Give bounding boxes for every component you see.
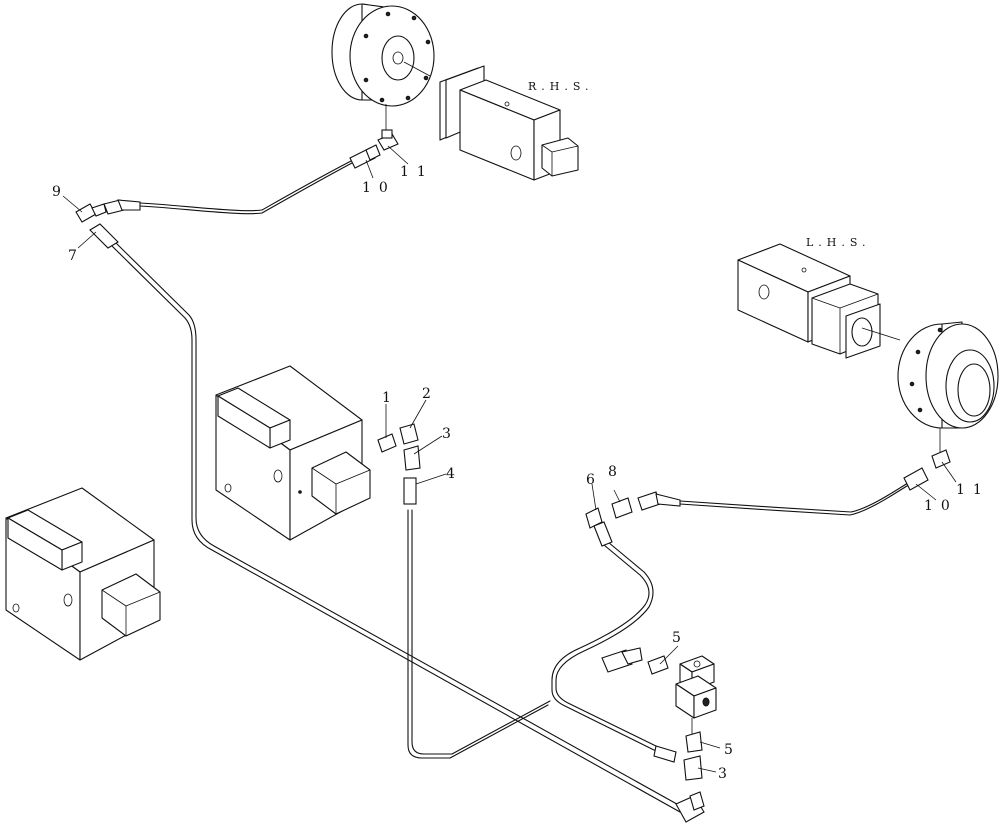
callout-8: 8 <box>608 464 617 480</box>
callout-10-top: 10 <box>362 180 396 196</box>
fitting-7 <box>89 223 119 249</box>
callout-3-center: 3 <box>442 426 451 442</box>
hose-lines <box>111 159 912 813</box>
callout-5-bottom: 5 <box>724 742 733 758</box>
pump-block-left <box>5 487 161 661</box>
fitting-5-bottom <box>685 731 703 753</box>
callout-9: 9 <box>52 184 61 200</box>
callout-3-bottom: 3 <box>718 766 727 782</box>
callout-11-right: 11 <box>956 482 990 498</box>
fitting-9-elbow <box>75 199 141 223</box>
callout-10-right: 10 <box>924 498 958 514</box>
fitting-1 <box>377 433 397 453</box>
control-valve <box>675 655 717 740</box>
fitting-5-valve-side <box>601 647 669 675</box>
fitting-2 <box>399 423 419 445</box>
rhs-wheel-hub <box>331 3 435 130</box>
callout-6: 6 <box>586 472 595 488</box>
callout-5-valve: 5 <box>672 630 681 646</box>
fitting-bottom-elbow <box>675 791 705 823</box>
fitting-10-top <box>349 144 381 169</box>
fitting-6 <box>585 507 613 547</box>
fitting-10-right <box>903 467 929 491</box>
fittings <box>75 129 951 823</box>
label-rhs: R.H.S. <box>528 80 594 93</box>
callout-7: 7 <box>68 248 77 264</box>
fitting-3-bottom <box>653 745 703 781</box>
labels: R.H.S. L.H.S. 9 7 10 11 1 2 3 4 6 8 10 1… <box>52 80 990 782</box>
leader-lines <box>62 145 957 773</box>
fitting-11-top <box>377 129 399 151</box>
pump-block-center <box>215 365 371 541</box>
callout-1: 1 <box>382 390 391 406</box>
fitting-8 <box>611 491 681 519</box>
label-lhs: L.H.S. <box>806 236 871 249</box>
callout-4: 4 <box>446 466 455 482</box>
fitting-4 <box>403 477 417 505</box>
callout-2: 2 <box>422 386 431 402</box>
fitting-11-right <box>931 449 951 469</box>
fitting-3-center <box>403 445 421 471</box>
lhs-motor-block <box>737 243 901 359</box>
rhs-motor-block <box>439 65 579 181</box>
lhs-wheel-hub <box>897 321 999 452</box>
callout-11-top: 11 <box>400 164 434 180</box>
